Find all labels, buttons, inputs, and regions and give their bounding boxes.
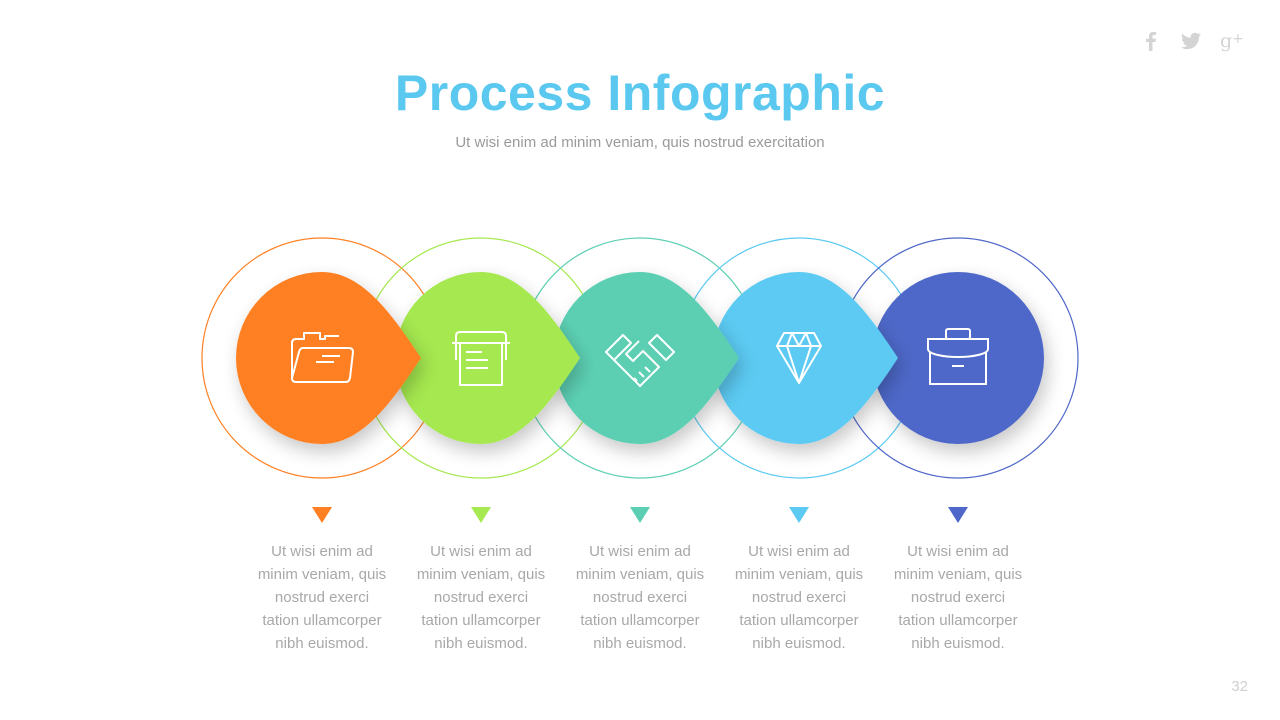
text-line: nibh euismod. <box>911 635 1005 652</box>
printer-icon <box>452 331 510 386</box>
step-4-description: Ut wisi enim ad minim veniam, quis nostr… <box>724 540 874 655</box>
page-subtitle: Ut wisi enim ad minim veniam, quis nostr… <box>455 134 825 151</box>
text-line: tation ullamcorper <box>580 612 700 629</box>
step-1-description: Ut wisi enim ad minim veniam, quis nostr… <box>247 540 397 655</box>
text-line: Ut wisi enim ad <box>907 543 1009 560</box>
facebook-icon[interactable] <box>1140 30 1162 52</box>
svg-text:g: g <box>1220 30 1232 52</box>
text-line: nostrud exerci <box>433 589 529 606</box>
text-line: tation ullamcorper <box>421 612 541 629</box>
text-line: minim veniam, quis <box>734 566 864 583</box>
step-5-marker <box>948 507 968 523</box>
text-line: nibh euismod. <box>593 635 687 652</box>
step-5-description: Ut wisi enim ad minim veniam, quis nostr… <box>883 540 1033 655</box>
handshake-icon <box>605 334 675 387</box>
text-line: Ut wisi enim ad <box>271 543 373 560</box>
step-4-marker <box>789 507 809 523</box>
text-line: nibh euismod. <box>434 635 528 652</box>
text-line: minim veniam, quis <box>257 566 387 583</box>
text-line: tation ullamcorper <box>739 612 859 629</box>
text-line: minim veniam, quis <box>416 566 546 583</box>
text-line: nostrud exerci <box>751 589 847 606</box>
text-line: nostrud exerci <box>910 589 1006 606</box>
step-2-shape[interactable] <box>395 272 580 444</box>
step-2-description: Ut wisi enim ad minim veniam, quis nostr… <box>406 540 556 655</box>
step-1-shape[interactable] <box>236 272 421 444</box>
step-1-marker <box>312 507 332 523</box>
google-plus-icon[interactable]: g+ <box>1220 30 1244 52</box>
text-line: Ut wisi enim ad <box>589 543 691 560</box>
briefcase-icon <box>927 328 989 385</box>
step-3-shape[interactable] <box>554 272 739 444</box>
page-title: Process Infographic <box>394 65 886 121</box>
text-line: minim veniam, quis <box>575 566 705 583</box>
social-links: g+ <box>1140 30 1244 52</box>
page-number: 32 <box>1231 678 1248 695</box>
text-line: nostrud exerci <box>592 589 688 606</box>
text-line: tation ullamcorper <box>262 612 382 629</box>
text-line: nibh euismod. <box>275 635 369 652</box>
process-diagram <box>201 237 1079 479</box>
text-line: nostrud exerci <box>274 589 370 606</box>
twitter-icon[interactable] <box>1180 30 1202 52</box>
text-line: Ut wisi enim ad <box>748 543 850 560</box>
text-line: nibh euismod. <box>752 635 846 652</box>
step-4-shape[interactable] <box>713 272 898 444</box>
diamond-icon <box>776 332 822 384</box>
step-3-marker <box>630 507 650 523</box>
text-line: Ut wisi enim ad <box>430 543 532 560</box>
text-line: tation ullamcorper <box>898 612 1018 629</box>
step-2-marker <box>471 507 491 523</box>
step-5-shape[interactable] <box>872 272 1044 444</box>
folder-icon <box>291 332 354 383</box>
text-line: minim veniam, quis <box>893 566 1023 583</box>
svg-text:+: + <box>1232 31 1244 47</box>
step-3-description: Ut wisi enim ad minim veniam, quis nostr… <box>565 540 715 655</box>
